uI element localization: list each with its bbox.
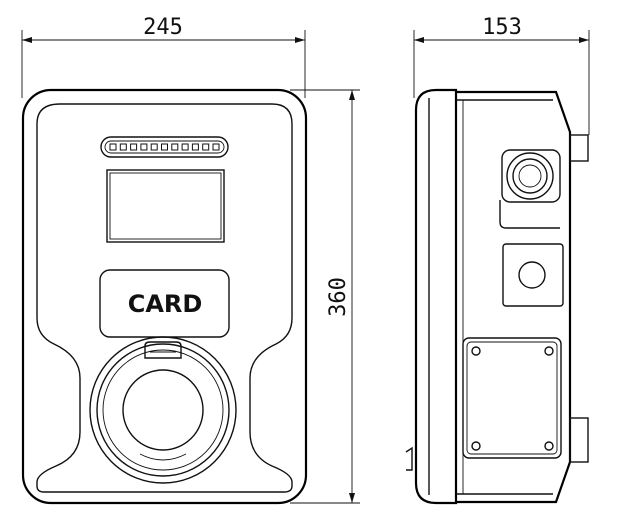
led-indicator <box>191 143 199 151</box>
led-indicator <box>140 143 148 151</box>
led-indicator <box>171 143 179 151</box>
side-view <box>405 88 589 505</box>
led-indicator <box>212 143 220 151</box>
side-button-icon <box>518 261 546 289</box>
led-indicator <box>109 143 117 151</box>
led-indicator <box>130 143 138 151</box>
front-housing-outer <box>21 88 308 505</box>
led-strip <box>100 136 229 158</box>
dimension-width-label: 245 <box>143 15 183 40</box>
led-indicator <box>181 143 189 151</box>
dimension-width: 245 <box>21 15 306 98</box>
front-faceplate-contour <box>36 103 293 493</box>
side-foot-hook <box>405 446 413 471</box>
side-button-panel <box>502 243 564 307</box>
mount-bracket-top <box>569 134 589 162</box>
dimension-height-label: 360 <box>326 277 351 317</box>
side-housing-body <box>456 90 572 504</box>
led-indicator <box>202 143 210 151</box>
dimension-depth-label: 153 <box>482 15 522 40</box>
led-indicator <box>150 143 158 151</box>
display-screen <box>106 169 225 243</box>
side-access-cover <box>462 337 562 459</box>
dimension-height: 360 <box>290 89 360 504</box>
cable-gland <box>499 149 561 229</box>
led-indicator <box>119 143 127 151</box>
side-front-bezel <box>414 88 458 505</box>
card-reader-label: CARD <box>128 290 203 318</box>
front-view: CARD <box>21 88 308 505</box>
mount-bracket-bottom <box>569 417 589 463</box>
charging-socket <box>89 336 237 484</box>
dimension-depth: 153 <box>413 15 590 135</box>
led-indicators <box>109 143 220 151</box>
led-indicator <box>161 143 168 151</box>
